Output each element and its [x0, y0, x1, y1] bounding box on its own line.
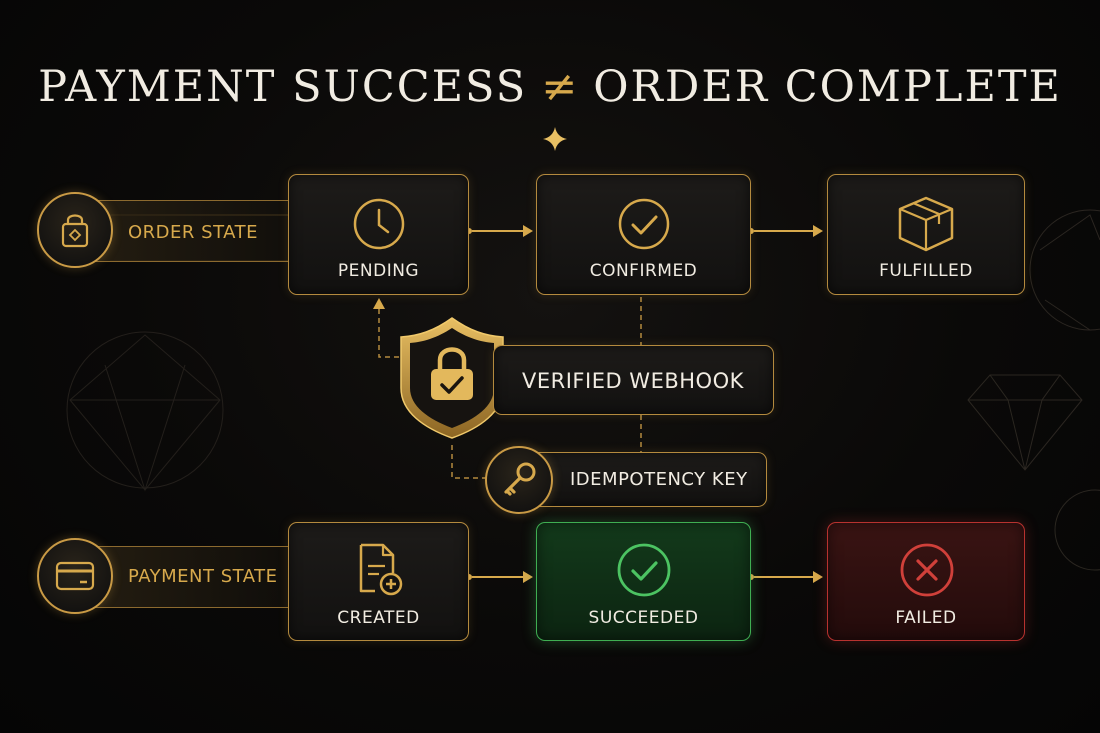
- state-label-pending: PENDING: [337, 261, 420, 281]
- title-divider: [120, 127, 990, 151]
- arrow-confirmed-fulfilled: [748, 225, 823, 237]
- not-equal-symbol: ≠: [541, 62, 580, 112]
- arrow-created-succeeded: [466, 571, 533, 583]
- payment-state-badge: [37, 538, 113, 614]
- dashed-connectors: [378, 297, 642, 479]
- state-box-failed: FAILED: [827, 522, 1025, 641]
- arrow-succeeded-failed: [748, 571, 823, 583]
- key-badge: [485, 446, 553, 514]
- verified-webhook-box: VERIFIED WEBHOOK: [493, 345, 774, 415]
- box-icon: [898, 196, 954, 252]
- check-circle-icon: [618, 198, 670, 250]
- state-label-confirmed: CONFIRMED: [589, 261, 698, 281]
- clock-icon: [353, 198, 405, 250]
- state-box-succeeded: SUCCEEDED: [536, 522, 751, 641]
- key-icon: [504, 462, 536, 496]
- payment-state-pill: [80, 546, 288, 608]
- document-plus-icon: [359, 543, 403, 596]
- state-label-fulfilled: FULFILLED: [879, 261, 973, 281]
- order-state-badge: [37, 192, 113, 268]
- state-label-succeeded: SUCCEEDED: [588, 608, 699, 628]
- state-box-created: CREATED: [288, 522, 469, 641]
- state-box-confirmed: CONFIRMED: [536, 174, 751, 295]
- verified-webhook-label: VERIFIED WEBHOOK: [522, 369, 744, 393]
- decorative-gem-left: [66, 331, 224, 492]
- order-state-pill: [80, 200, 288, 262]
- page-title: PAYMENT SUCCESS ≠ ORDER COMPLETE: [0, 62, 1100, 112]
- state-box-fulfilled: FULFILLED: [827, 174, 1025, 295]
- state-label-failed: FAILED: [895, 608, 957, 628]
- check-circle-icon: [617, 543, 671, 597]
- order-state-label: ORDER STATE: [128, 222, 258, 243]
- x-circle-icon: [900, 543, 954, 597]
- payment-state-label: PAYMENT STATE: [128, 566, 278, 587]
- title-right: ORDER COMPLETE: [593, 62, 1062, 112]
- decorative-gem-right: [967, 209, 1100, 571]
- credit-card-icon: [55, 561, 95, 591]
- idempotency-key-box: IDEMPOTENCY KEY: [516, 452, 767, 507]
- title-left: PAYMENT SUCCESS: [38, 62, 528, 112]
- arrow-pending-confirmed: [466, 225, 533, 237]
- state-box-pending: PENDING: [288, 174, 469, 295]
- idempotency-key-label: IDEMPOTENCY KEY: [570, 469, 748, 490]
- shopping-bag-icon: [61, 214, 89, 248]
- state-label-created: CREATED: [337, 608, 420, 628]
- shield-lock-icon: [400, 317, 504, 439]
